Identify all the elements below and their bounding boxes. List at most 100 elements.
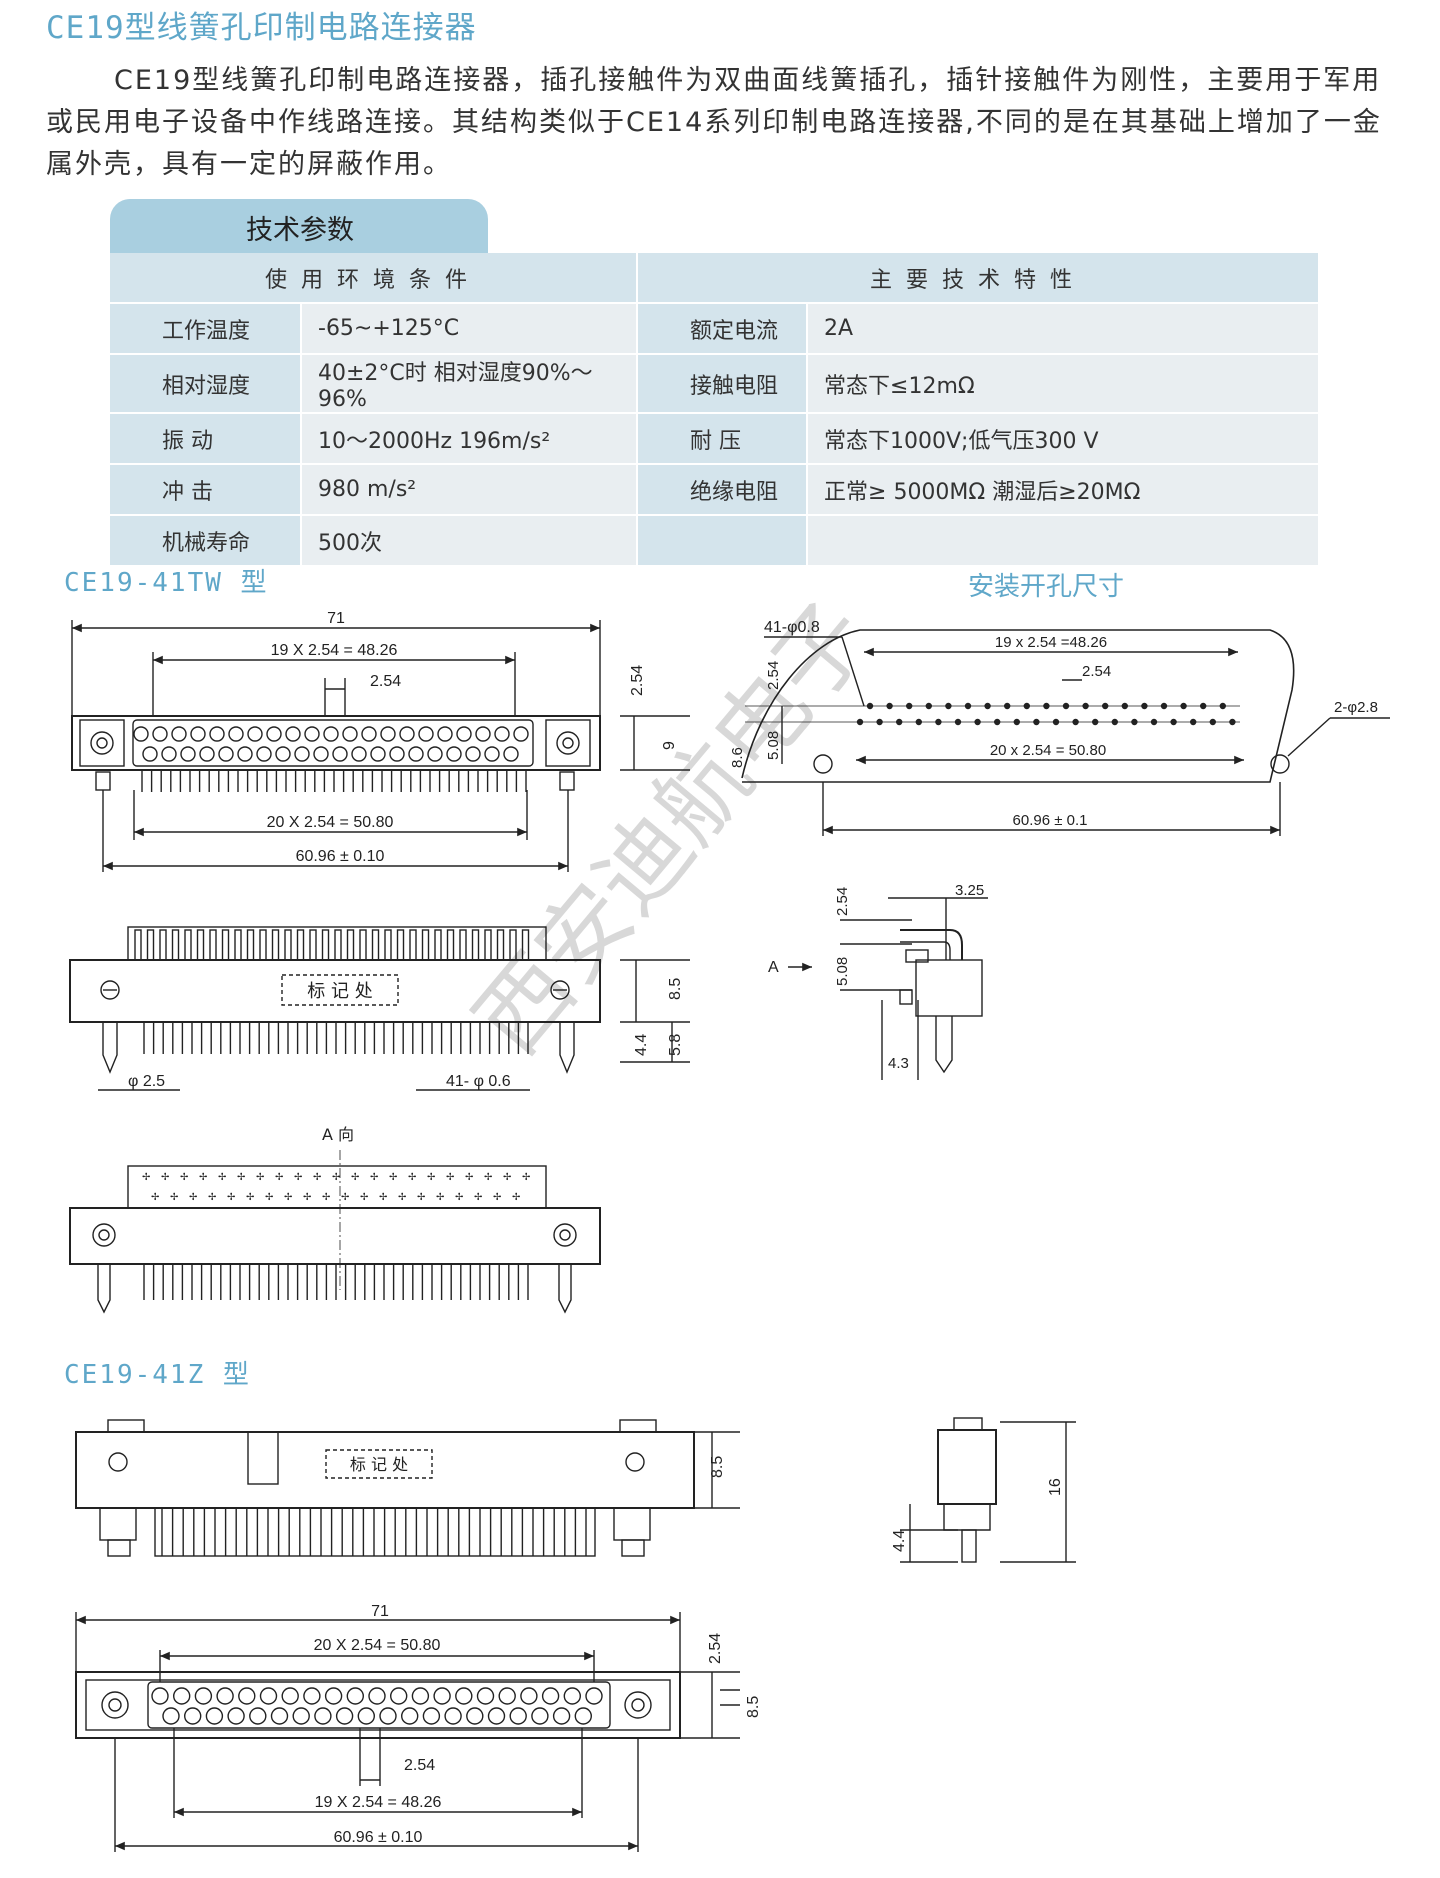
z-pins [161, 1508, 587, 1556]
contact-hole [183, 1707, 202, 1725]
contact-hole [151, 1687, 169, 1705]
contact-hole [324, 1687, 343, 1705]
table-row: 相对湿度 40±2°C时 相对湿度90%～96% 接触电阻 常态下≤12mΩ [110, 355, 1321, 414]
contact-mark: ✢ [208, 1192, 216, 1203]
contact-hole [427, 746, 443, 762]
contact-hole [503, 746, 519, 762]
tw-front-pins-top [134, 929, 530, 961]
table-key: 工作温度 [110, 304, 302, 355]
dim-9: 9 [661, 741, 678, 750]
contact-hole [142, 746, 158, 762]
contact-hole [361, 726, 377, 742]
pin [321, 929, 330, 961]
contact-hole [199, 746, 215, 762]
contact-hole [475, 726, 491, 742]
z-dim-48-26: 19 X 2.54 = 48.26 [315, 1794, 442, 1811]
contact-hole [411, 1687, 430, 1705]
contact-hole [456, 726, 472, 742]
main-specs-header: 主要技术特性 [638, 253, 1321, 304]
table-row: 机械寿命 500次 [110, 516, 1321, 567]
contact-mark: ✢ [227, 1192, 235, 1203]
contact-hole [498, 1687, 516, 1705]
table-key: 额定电流 [638, 304, 809, 355]
section-title-tw: CE19-41TW 型 [64, 568, 269, 598]
contact-hole [422, 1707, 441, 1725]
contact-hole [390, 1687, 408, 1705]
contact-mark: ✢ [512, 1192, 520, 1203]
mount-2-54: 2.54 [1082, 663, 1111, 680]
contact-mark: ✢ [265, 1192, 273, 1203]
table-key [638, 516, 809, 567]
contact-hole [266, 726, 282, 742]
contact-hole [161, 746, 177, 762]
contact-hole [270, 1707, 289, 1725]
contact-hole [455, 1687, 473, 1705]
contact-mark: ✢ [360, 1192, 368, 1203]
pin [159, 929, 167, 961]
a-view: A 向 ✢✢✢✢✢✢✢✢✢✢✢✢✢✢✢✢✢✢✢✢✢✢✢✢✢✢✢✢✢✢✢✢✢✢✢✢… [69, 1125, 601, 1314]
contact-hole [259, 1687, 278, 1705]
z-side-view: 16 4.4 [891, 1417, 1076, 1563]
pin [134, 929, 142, 961]
contact-hole [332, 746, 348, 762]
contact-hole [218, 746, 234, 762]
contact-mark: ✢ [427, 1172, 435, 1183]
side-2-54: 2.54 [834, 887, 851, 916]
table-key: 接触电阻 [638, 355, 809, 414]
contact-hole [437, 726, 453, 742]
pin [459, 929, 467, 961]
tw-side-view: A 3.25 2.54 5.08 4.3 [768, 882, 988, 1080]
pin [146, 929, 155, 961]
contact-hole [237, 746, 253, 762]
contact-hole [292, 1707, 310, 1725]
contact-hole [585, 1687, 603, 1705]
contact-mark: ✢ [408, 1172, 416, 1183]
mount-8-6: 8.6 [729, 747, 746, 768]
contact-hole [444, 1707, 462, 1725]
pin [384, 929, 392, 961]
section-title-z: CE19-41Z 型 [64, 1360, 251, 1390]
contact-mark: ✢ [322, 1192, 330, 1203]
section-title-mount: 安装开孔尺寸 [968, 572, 1125, 602]
table-header-row: 使用环境条件 主要技术特性 [110, 253, 1321, 304]
mark-label: 标 记 处 [307, 981, 372, 1002]
contact-hole [484, 746, 500, 762]
env-conditions-header: 使用环境条件 [110, 253, 639, 304]
contact-hole [433, 1687, 451, 1705]
contact-hole [476, 1687, 495, 1705]
dim-48-26: 19 X 2.54 = 48.26 [271, 642, 398, 659]
z-dim-71: 71 [371, 1603, 389, 1620]
contact-hole [465, 746, 481, 762]
contact-hole [205, 1707, 224, 1725]
contact-mark: ✢ [474, 1192, 482, 1203]
contact-mark: ✢ [503, 1172, 511, 1183]
pin [271, 929, 280, 961]
z-front-view: 标 记 处 8.5 [75, 1419, 740, 1557]
contact-mark: ✢ [284, 1192, 292, 1203]
contact-mark: ✢ [341, 1192, 349, 1203]
contact-hole [380, 726, 396, 742]
contact-hole [513, 726, 529, 742]
contact-mark: ✢ [465, 1172, 473, 1183]
contact-mark: ✢ [237, 1172, 245, 1183]
contact-hole [249, 1707, 267, 1725]
contact-hole [228, 726, 244, 742]
contact-hole [194, 1687, 213, 1705]
contact-hole [487, 1707, 506, 1725]
page-title: CE19型线簧孔印制电路连接器 [46, 10, 477, 46]
contact-mark: ✢ [246, 1192, 254, 1203]
contact-mark: ✢ [313, 1172, 321, 1183]
contact-hole [466, 1707, 484, 1725]
table-value: 40±2°C时 相对湿度90%～96% [302, 355, 639, 414]
contact-hole [351, 746, 367, 762]
table-row: 振 动 10～2000Hz 196m/s² 耐 压 常态下1000V;低气压30… [110, 414, 1321, 465]
contact-hole [541, 1687, 560, 1705]
contact-mark: ✢ [446, 1172, 454, 1183]
dim-71: 71 [327, 610, 345, 627]
z-dim-50-80: 20 X 2.54 = 50.80 [314, 1637, 441, 1654]
contact-mark: ✢ [379, 1192, 387, 1203]
pin [446, 929, 455, 961]
dim-60-96: 60.96 ± 0.10 [296, 848, 385, 865]
pin [246, 929, 255, 961]
